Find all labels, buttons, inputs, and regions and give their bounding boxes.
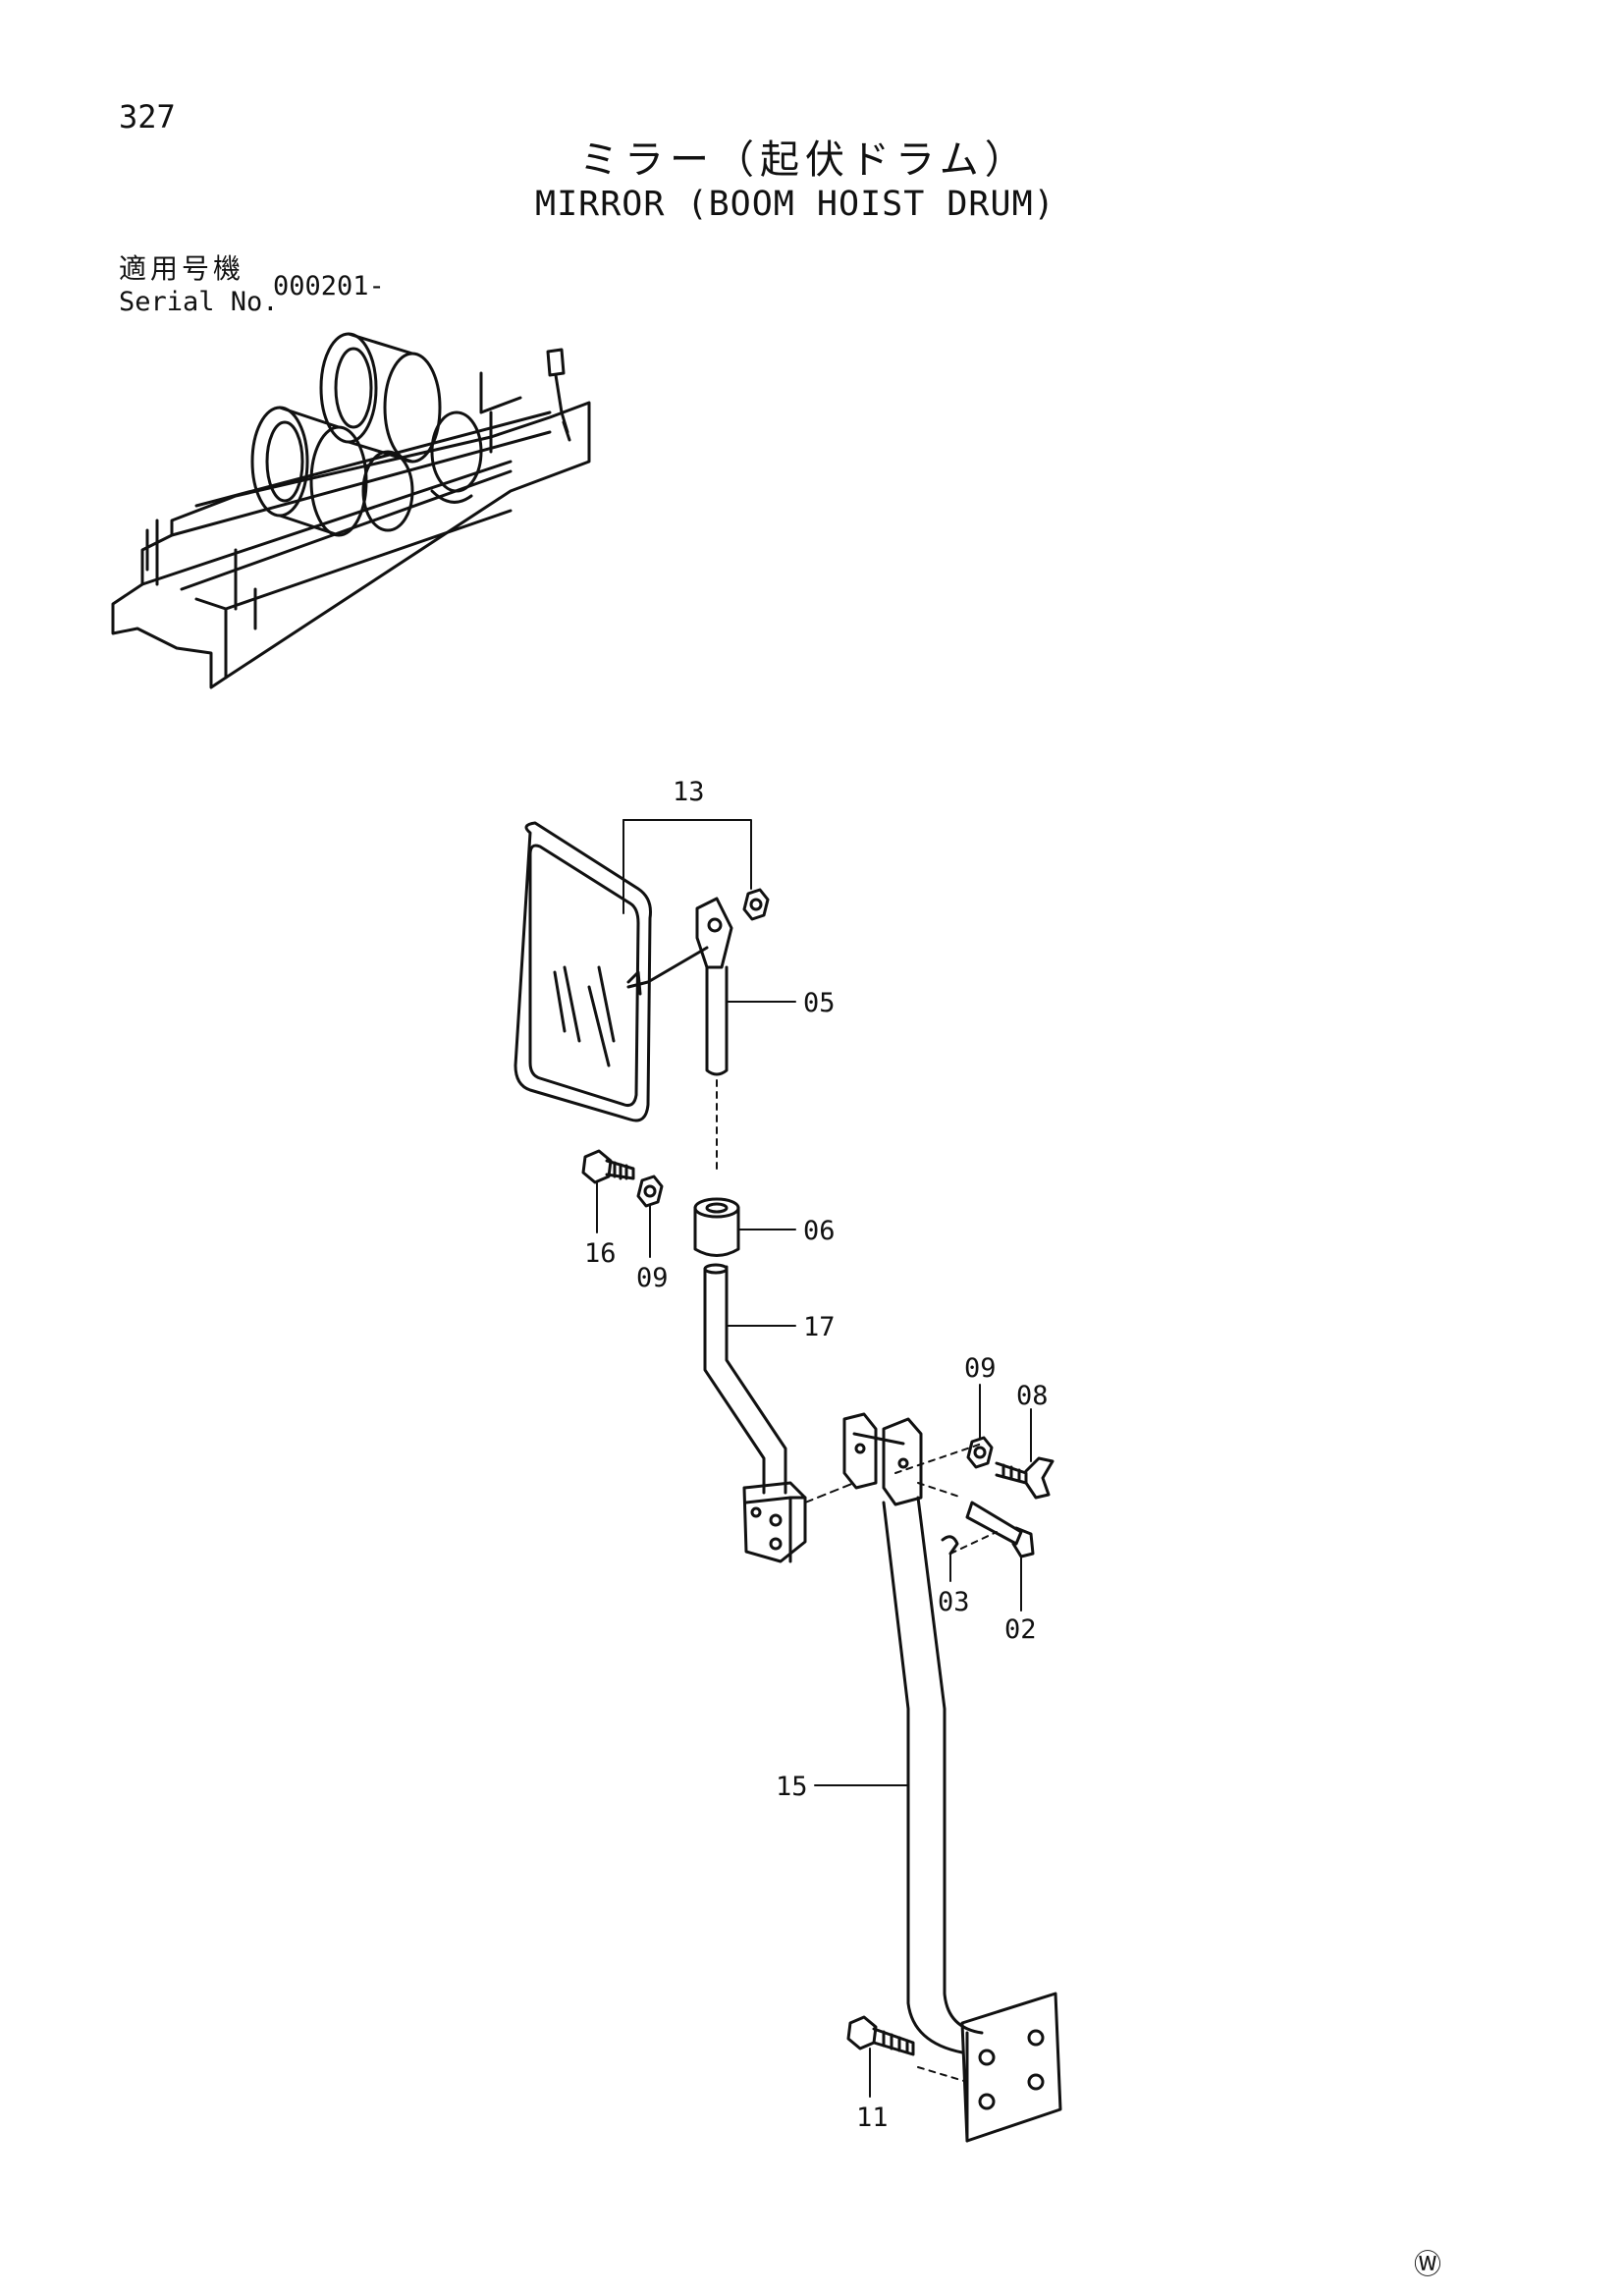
callout-13: 13: [673, 777, 705, 807]
collar: [693, 1197, 740, 1257]
cotter-pin-icon: [941, 1531, 998, 1556]
nut-icon: [636, 1175, 664, 1208]
callout-08: 08: [1016, 1381, 1049, 1411]
mirror-stem-bracket: [695, 897, 733, 969]
callout-16: 16: [584, 1238, 617, 1269]
bolt-icon: [846, 2015, 915, 2056]
overview-winch-sketch: [111, 332, 591, 689]
page-number: 327: [119, 98, 176, 136]
callout-17: 17: [803, 1312, 836, 1342]
nut-icon: [966, 1436, 994, 1469]
w-mark: Ⓦ: [1414, 2248, 1442, 2280]
leader-lines: [596, 819, 1032, 2098]
mirror-stem: [705, 965, 729, 1170]
callout-06: 06: [803, 1216, 836, 1246]
callout-05: 05: [803, 988, 836, 1018]
serial-label-japanese: 適用号機: [119, 252, 245, 285]
bolt-icon: [581, 1149, 635, 1184]
mirror-glass: [514, 821, 709, 1122]
stay-top-bracket: [842, 1412, 983, 1506]
serial-number-value: 000201-: [273, 271, 385, 301]
stay: [882, 1496, 1062, 2143]
page-title-japanese: ミラー（起伏ドラム）: [579, 137, 1030, 183]
callout-15: 15: [776, 1772, 808, 1802]
callout-labels: 13 05 06 16 09 17 09 08 03 02 15 11: [584, 777, 1049, 2133]
bent-rod: [703, 1263, 807, 1563]
page-title-english: MIRROR (BOOM HOIST DRUM): [535, 185, 1055, 224]
callout-02: 02: [1004, 1614, 1037, 1645]
callout-09: 09: [636, 1263, 669, 1293]
wing-bolt-icon: [995, 1456, 1055, 1500]
pin-icon: [965, 1501, 1035, 1558]
callout-09: 09: [964, 1353, 997, 1384]
callout-03: 03: [938, 1587, 970, 1617]
callout-11: 11: [856, 2103, 889, 2133]
nut-icon: [742, 888, 770, 921]
serial-label-english: Serial No.: [119, 287, 279, 317]
